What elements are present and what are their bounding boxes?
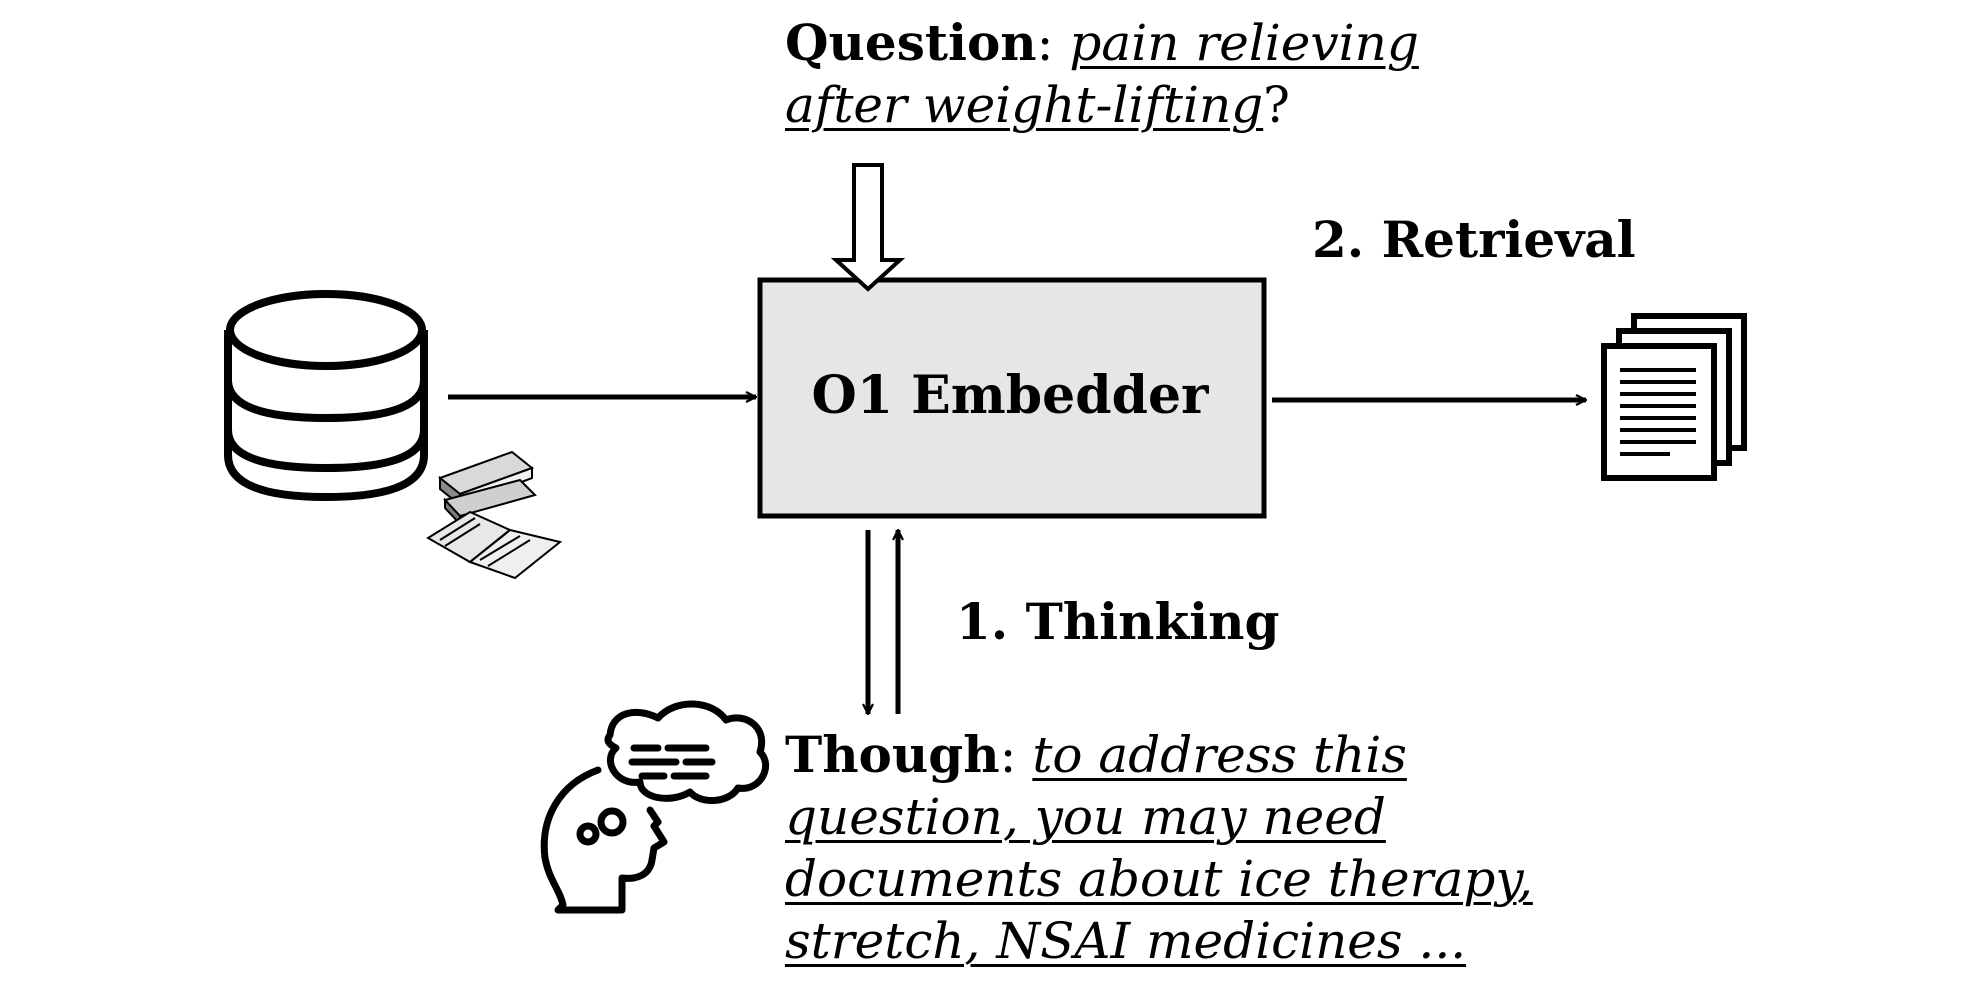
question-content: pain relieving after weight-lifting <box>785 14 1419 134</box>
question-end: ? <box>1263 76 1290 134</box>
thought-separator: : <box>999 726 1033 784</box>
question-separator: : <box>1036 14 1070 72</box>
books-icon <box>426 450 563 580</box>
documents-icon <box>1601 313 1747 481</box>
question-label: Question <box>785 13 1037 72</box>
question-text: Question: pain relieving after weight-li… <box>785 12 1545 136</box>
database-icon <box>224 290 428 502</box>
thought-text: Though: to address this question, you ma… <box>785 724 1645 972</box>
thinking-step-label: 1. Thinking <box>956 592 1280 651</box>
thinking-head-icon <box>540 700 769 914</box>
thought-content: to address this question, you may need d… <box>785 726 1533 970</box>
embedder-label: O1 Embedder <box>811 365 1209 426</box>
thought-label: Though <box>785 725 1000 784</box>
question-arrow <box>830 163 906 292</box>
embedder-box <box>757 277 1267 519</box>
retrieval-step-label: 2. Retrieval <box>1312 210 1636 269</box>
